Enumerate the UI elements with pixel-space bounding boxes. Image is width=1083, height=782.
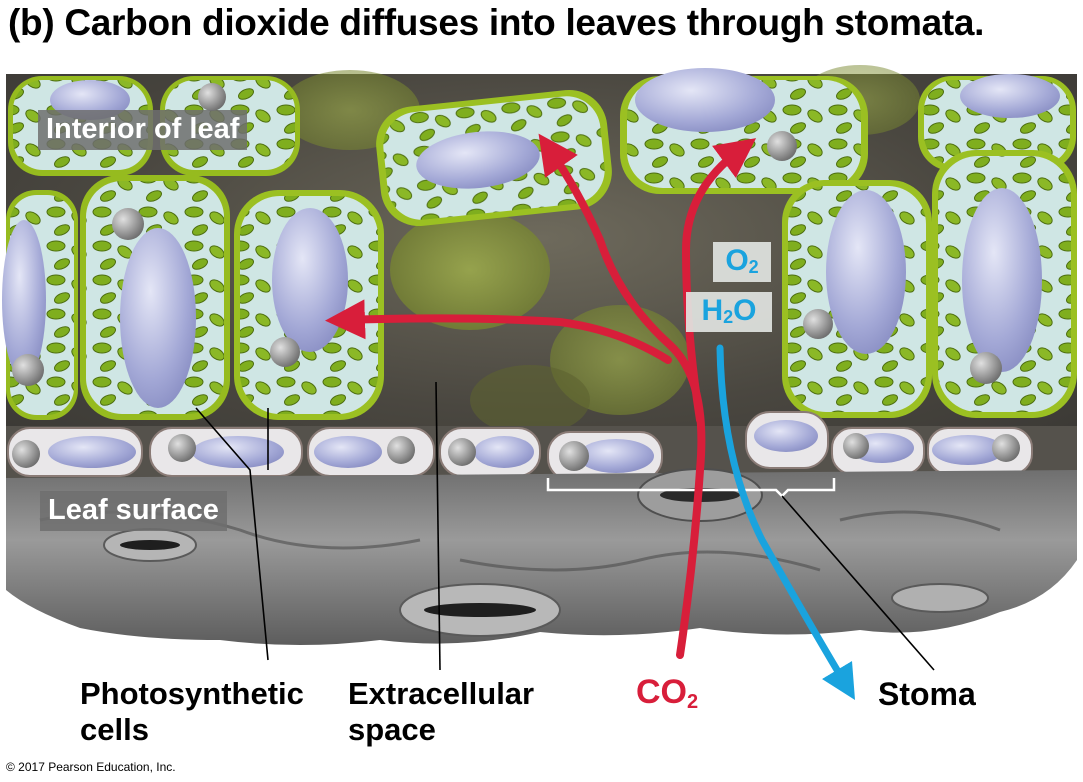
extracellular-space-label-line2: space (348, 712, 436, 747)
co2-subscript: 2 (687, 691, 699, 713)
o2-symbol: O (725, 244, 749, 277)
interior-of-leaf-label: Interior of leaf (38, 110, 248, 150)
photosynthetic-cells-label: Photosynthetic cells (80, 676, 304, 748)
h2o-symbol-o: O (733, 294, 757, 327)
figure-title: (b)Carbon dioxide diffuses into leaves t… (8, 2, 984, 44)
o2-label: O2 (713, 242, 771, 282)
co2-symbol: CO (636, 673, 687, 711)
h2o-subscript: 2 (723, 307, 734, 327)
leaf-surface-label: Leaf surface (40, 491, 227, 531)
h2o-symbol-h: H (701, 294, 724, 327)
extracellular-space-label: Extracellular space (348, 676, 534, 748)
co2-label: CO2 (636, 674, 698, 720)
stoma-label: Stoma (878, 676, 976, 712)
photosynthetic-cells (2, 68, 1077, 420)
o2-subscript: 2 (748, 257, 759, 277)
figure-title-text: Carbon dioxide diffuses into leaves thro… (64, 2, 985, 43)
epidermis-cells (6, 411, 1077, 481)
figure-part-label: (b) (8, 2, 55, 43)
extracellular-space-label-line1: Extracellular (348, 676, 535, 711)
co2-arrows (325, 133, 757, 659)
photosynthetic-cells-label-line2: cells (80, 712, 149, 747)
copyright-notice: © 2017 Pearson Education, Inc. (6, 760, 176, 774)
photosynthetic-cells-label-line1: Photosynthetic (80, 676, 304, 711)
leader-lines (195, 381, 935, 671)
h2o-label: H2O (686, 292, 772, 332)
water-oxygen-arrow (716, 344, 856, 701)
